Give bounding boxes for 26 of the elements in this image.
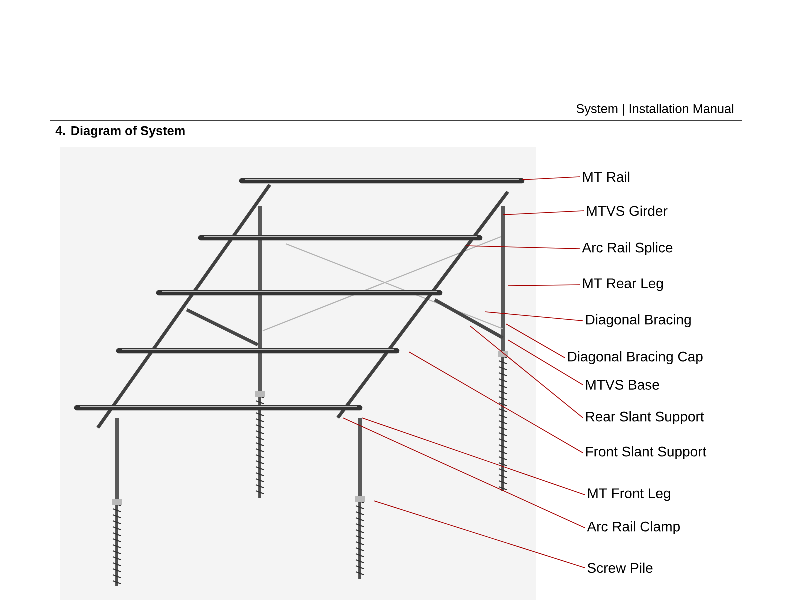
- leader-line: [466, 246, 580, 250]
- part-label: Diagonal Bracing Cap: [568, 351, 703, 365]
- leader-line: [508, 284, 580, 286]
- leader-line: [362, 418, 586, 496]
- part-label: MT Rear Leg: [583, 278, 664, 292]
- part-label: MTVS Base: [586, 380, 660, 390]
- part-label: Diagonal Bracing: [586, 314, 691, 328]
- part-label: Screw Pile: [588, 562, 653, 574]
- section-heading: 4. Diagram of System: [56, 126, 185, 138]
- leader-line: [342, 418, 586, 528]
- part-label: MT Front Leg: [588, 488, 670, 502]
- header-text: System | Installation Manual: [576, 104, 734, 116]
- leader-line: [508, 340, 584, 386]
- leader-line: [408, 352, 584, 454]
- part-label: Rear Slant Support: [586, 411, 704, 425]
- part-label: Arc Rail Clamp: [587, 521, 680, 535]
- leader-line: [522, 176, 580, 180]
- leader-line: [374, 500, 586, 568]
- part-label: MT Rail: [583, 172, 630, 182]
- part-label: MTVS Girder: [587, 206, 668, 216]
- leader-line: [470, 326, 584, 418]
- part-label: Arc Rail Splice: [582, 242, 673, 256]
- part-label: Front Slant Support: [586, 446, 707, 460]
- leader-line: [506, 324, 566, 358]
- leader-line: [484, 312, 584, 322]
- leader-line: [502, 210, 584, 216]
